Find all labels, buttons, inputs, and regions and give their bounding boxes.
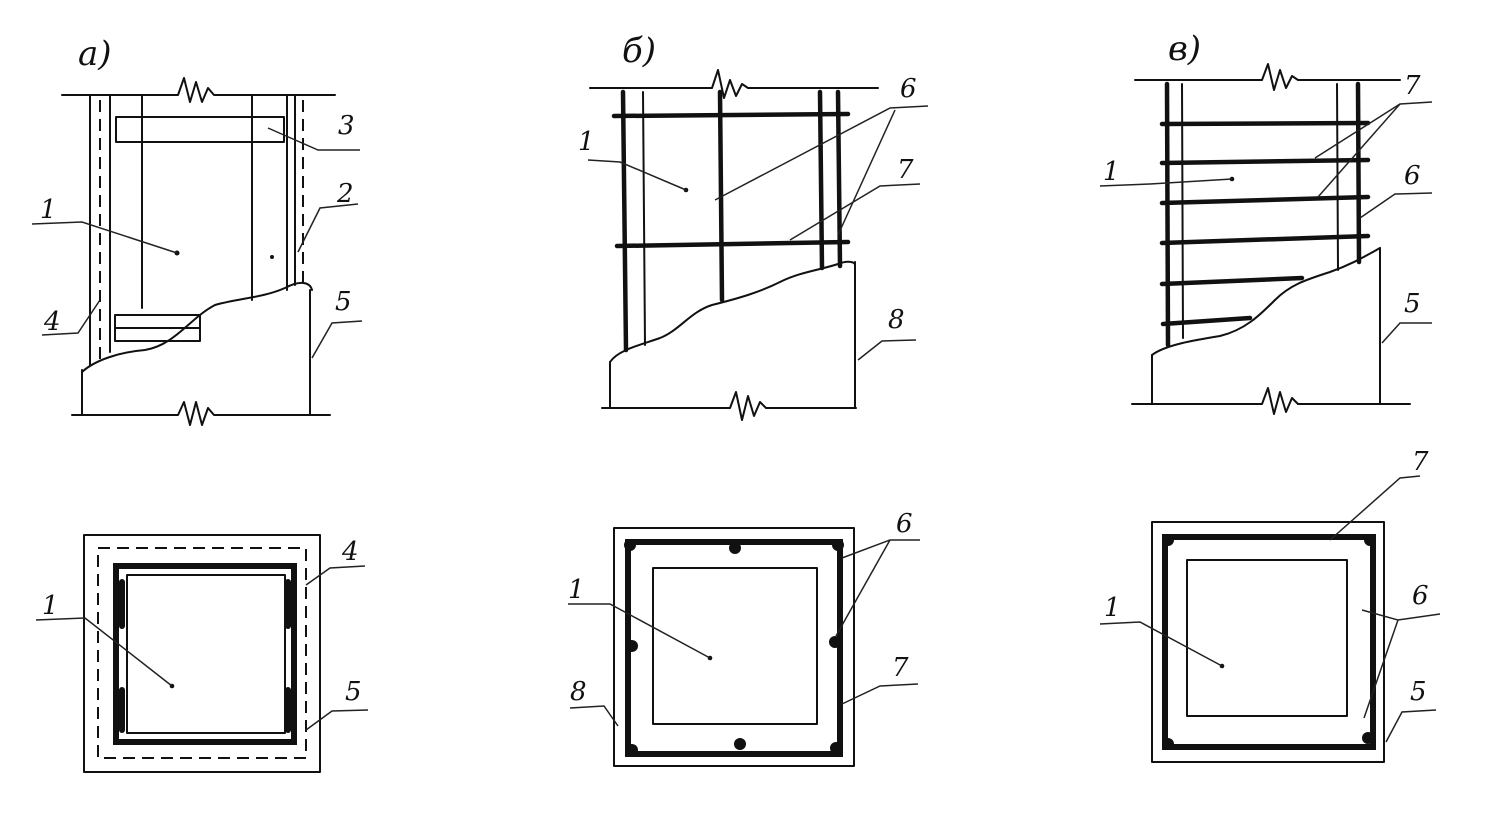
callout-a-3: 3 bbox=[338, 111, 355, 141]
panel-v-plan: 1 7 6 5 bbox=[1099, 447, 1441, 763]
plan-callout-v-1: 1 bbox=[1104, 593, 1121, 623]
plan-callout-b-8: 8 bbox=[570, 677, 587, 707]
callout-v-7: 7 bbox=[1404, 71, 1421, 101]
plan-callout-b-7: 7 bbox=[892, 653, 909, 683]
callout-a-4: 4 bbox=[43, 307, 61, 337]
plan-callout-v-5: 5 bbox=[1410, 677, 1427, 707]
plan-callout-a-4: 4 bbox=[341, 537, 359, 567]
callout-b-8: 8 bbox=[888, 305, 905, 335]
plan-callout-a-5: 5 bbox=[345, 677, 362, 707]
panel-b-elevation: б) 1 6 7 8 bbox=[578, 31, 929, 421]
panel-label-v: в) bbox=[1168, 29, 1201, 69]
panel-a-elevation: а) 1 2 3 4 5 bbox=[31, 34, 363, 426]
callout-a-2: 2 bbox=[336, 179, 354, 209]
plan-callout-a-1: 1 bbox=[42, 591, 59, 621]
callout-a-1: 1 bbox=[40, 195, 57, 225]
callout-v-6: 6 bbox=[1404, 161, 1421, 191]
panel-v-elevation: в) 1 7 6 5 bbox=[1099, 29, 1433, 415]
panel-b-plan: 1 6 7 8 bbox=[568, 509, 920, 767]
plan-callout-v-7: 7 bbox=[1412, 447, 1429, 477]
panel-label-b: б) bbox=[622, 31, 656, 71]
callout-b-1: 1 bbox=[578, 127, 595, 157]
callout-v-1: 1 bbox=[1103, 157, 1120, 187]
callout-b-6: 6 bbox=[900, 74, 917, 104]
callout-a-5: 5 bbox=[335, 287, 352, 317]
callout-v-5: 5 bbox=[1404, 289, 1421, 319]
callout-b-7: 7 bbox=[897, 155, 914, 185]
plan-callout-b-6: 6 bbox=[896, 509, 913, 539]
panel-label-a: а) bbox=[78, 34, 112, 74]
plan-callout-v-6: 6 bbox=[1412, 581, 1429, 611]
panel-a-plan: 1 4 5 bbox=[35, 534, 369, 773]
plan-callout-b-1: 1 bbox=[568, 575, 585, 605]
